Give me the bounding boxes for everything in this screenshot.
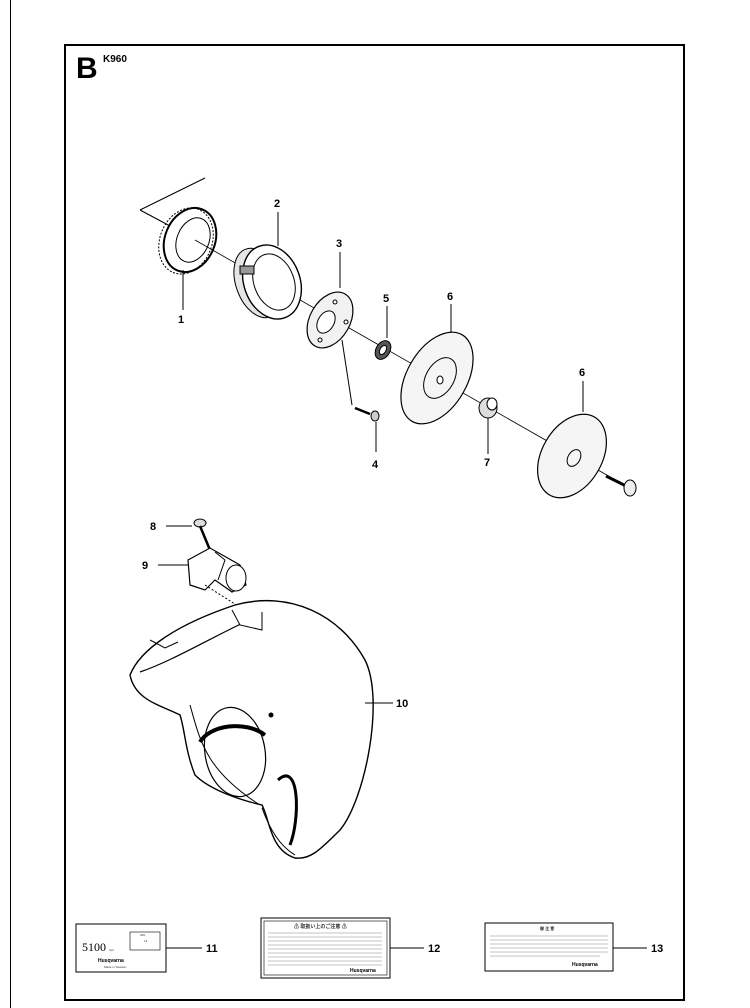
callout-6a: 6 bbox=[447, 291, 453, 303]
decal-13-notice-label: 御 注 意 Husqvarna bbox=[484, 922, 614, 972]
end-bolt bbox=[605, 474, 637, 497]
part-6-disc-b bbox=[537, 413, 607, 499]
callout-7: 7 bbox=[484, 457, 490, 469]
part-2-bearing-housing bbox=[233, 244, 303, 320]
callout-10: 10 bbox=[396, 698, 408, 710]
part-7-bushing bbox=[478, 397, 498, 419]
page-margin-rule bbox=[10, 0, 11, 1008]
brand-12: Husqvarna bbox=[350, 968, 376, 974]
part-6-disc-a bbox=[400, 331, 474, 425]
brand-13: Husqvarna bbox=[572, 962, 598, 968]
callout-4: 4 bbox=[372, 459, 379, 471]
warning-title: ⚠ 取扱い上のご注意 ⚠ bbox=[294, 923, 347, 930]
axis-line-start bbox=[139, 177, 206, 211]
dim-a: 300 bbox=[140, 933, 145, 937]
part-4-screw bbox=[354, 406, 380, 422]
dim-b: 14 bbox=[144, 939, 148, 943]
callout-6b: 6 bbox=[579, 367, 585, 379]
callout-1: 1 bbox=[178, 314, 184, 326]
notice-title: 御 注 意 bbox=[539, 925, 554, 931]
callout-5: 5 bbox=[383, 293, 389, 305]
brand-11: Husqvarna bbox=[98, 958, 124, 964]
callout-2: 2 bbox=[274, 198, 280, 210]
clamp-guide-line bbox=[204, 584, 239, 607]
part-3-flange bbox=[306, 291, 354, 349]
axis-line-start-2 bbox=[139, 209, 171, 227]
diagram-frame bbox=[64, 44, 685, 1001]
callout-9: 9 bbox=[142, 560, 148, 572]
callout-13: 13 bbox=[651, 943, 663, 955]
section-letter: B bbox=[76, 52, 98, 85]
notice-text-lines bbox=[490, 935, 608, 957]
part-10-blade-guard bbox=[129, 600, 374, 859]
decal-12-warning-label: ⚠ 取扱い上のご注意 ⚠ Husqvarna bbox=[260, 917, 391, 979]
decal-11-speed-label: 5100 rpm 300 14 Husqvarna Made in Sweden bbox=[75, 923, 167, 973]
rpm-value: 5100 bbox=[82, 940, 106, 954]
model-label: K960 bbox=[103, 54, 127, 65]
callout-3: 3 bbox=[336, 238, 342, 250]
part-1-toothed-ring bbox=[158, 207, 218, 275]
part-8-screw bbox=[193, 518, 212, 551]
part-5-washer bbox=[374, 340, 392, 360]
callout-12: 12 bbox=[428, 943, 440, 955]
rpm-unit: rpm bbox=[109, 948, 115, 952]
warning-text-lines bbox=[268, 932, 382, 966]
part-9-clamp bbox=[187, 547, 247, 593]
callout-11: 11 bbox=[206, 943, 218, 955]
leader-3b bbox=[341, 339, 353, 406]
origin-11: Made in Sweden bbox=[104, 965, 127, 969]
callout-8: 8 bbox=[150, 521, 156, 533]
